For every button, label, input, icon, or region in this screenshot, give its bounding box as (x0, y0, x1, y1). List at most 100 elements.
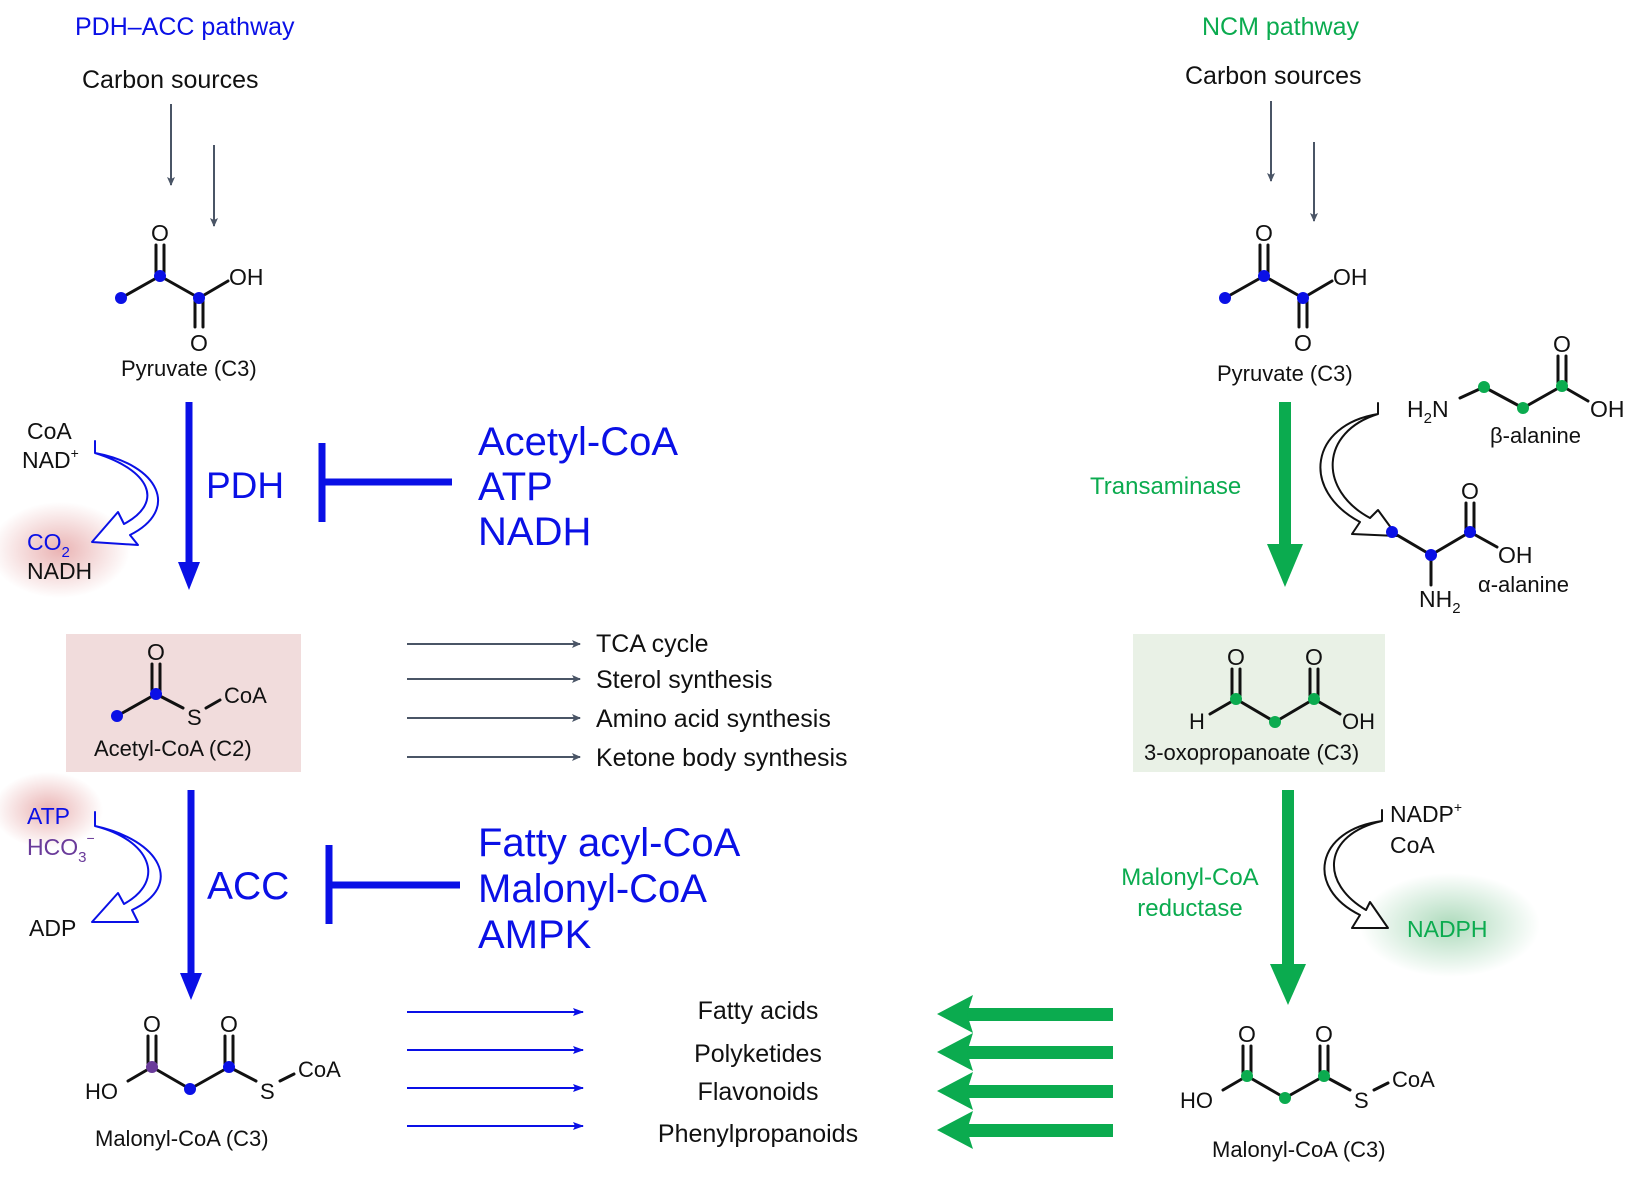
pdh-input-coa: CoA (27, 418, 72, 444)
atom-label: O (190, 330, 208, 356)
oxopropanoate-highlight-box (1133, 634, 1385, 772)
mcr-input-coa: CoA (1390, 832, 1435, 858)
fate-label: Ketone body synthesis (596, 744, 848, 772)
pdh-acc-title: PDH–ACC pathway (75, 13, 295, 41)
ncm-product-arrow-shaft (967, 1085, 1113, 1098)
carbon-atom (1219, 292, 1231, 304)
pdh-cofactor-curved-arrow (91, 440, 159, 546)
carbon-atom (1464, 526, 1476, 538)
product-label: Phenylpropanoids (658, 1120, 858, 1148)
atom-label: HO (1180, 1088, 1213, 1113)
atom-label: O (1461, 478, 1479, 504)
pdh-inhibitors: Acetyl-CoA ATP NADH (478, 420, 678, 554)
acetyl-coa-label: Acetyl-CoA (C2) (94, 736, 252, 761)
carbon-atom (184, 1083, 196, 1095)
atom-label: CoA (224, 683, 267, 708)
ncm-product-arrowhead (937, 1072, 973, 1110)
atom-label: S (1354, 1088, 1369, 1113)
carbon-atom (223, 1061, 235, 1073)
alpha-alanine-structure: O OH NH2 α-alanine (1386, 478, 1569, 617)
carbon-atom (1318, 1070, 1330, 1082)
acc-input-hco3: HCO3− (27, 830, 95, 866)
ncm-pathway: NCM pathway Carbon sources O OH O Pyruva… (1090, 13, 1625, 1162)
pdh-enzyme-label: PDH (206, 465, 284, 506)
carbon-atom (1241, 1070, 1253, 1082)
atom-label: CoA (1392, 1067, 1435, 1092)
beta-alanine-structure: H2N O OH β-alanine (1407, 331, 1625, 448)
malonyl-coa-label-left: Malonyl-CoA (C3) (95, 1126, 269, 1151)
atom-label: OH (1333, 264, 1368, 290)
carbon-atom (1308, 693, 1320, 705)
atom-label: O (220, 1011, 238, 1037)
mcr-input-nadp: NADP+ (1390, 799, 1462, 827)
ncm-product-arrows (937, 995, 1113, 1149)
acc-inhibitor: AMPK (478, 913, 592, 957)
atom-label: O (1227, 644, 1245, 670)
pyruvate-left: O OH O Pyruvate (C3) (115, 220, 264, 381)
atom-label: HO (85, 1079, 118, 1104)
pyruvate-label-right: Pyruvate (C3) (1217, 361, 1353, 386)
ncm-product-arrowhead (937, 1111, 973, 1149)
transaminase-enzyme-label: Transaminase (1090, 473, 1241, 500)
atom-label: H2N (1407, 396, 1449, 427)
carbon-atom (1258, 270, 1270, 282)
carbon-atom (115, 292, 127, 304)
ncm-title: NCM pathway (1202, 13, 1359, 41)
oxopropanoate-label: 3-oxopropanoate (C3) (1144, 740, 1359, 765)
co2-highlight-glow (0, 502, 130, 598)
malonyl-coa-left: O O HO S CoA Malonyl-CoA (C3) (85, 1011, 341, 1151)
atom-label: O (1315, 1021, 1333, 1047)
nadph-highlight-glow (1360, 873, 1540, 977)
transaminase-curved-arrow (1319, 402, 1398, 537)
atom-label: CoA (298, 1057, 341, 1082)
acc-output-adp: ADP (29, 915, 76, 941)
product-label: Polyketides (694, 1040, 822, 1068)
carbon-atom (1230, 693, 1242, 705)
pdh-reaction-arrowhead (178, 562, 200, 590)
alpha-alanine-label: α-alanine (1478, 572, 1569, 597)
malonyl-coa-label-right: Malonyl-CoA (C3) (1212, 1137, 1386, 1162)
acc-inhibitor: Malonyl-CoA (478, 867, 707, 911)
carbon-sources-left: Carbon sources (82, 66, 258, 94)
mcr-cofactor-curved-arrow (1323, 809, 1389, 929)
acc-input-atp: ATP (27, 803, 70, 829)
mcr-enzyme-label-line1: Malonyl-CoA (1121, 864, 1258, 891)
atom-label: OH (1342, 709, 1375, 734)
atom-label: NH2 (1419, 586, 1461, 617)
carbon-atom (193, 292, 205, 304)
atom-label: OH (1590, 396, 1625, 422)
pdh-inhibitor: Acetyl-CoA (478, 420, 678, 464)
pdh-inhibition-symbol (318, 443, 452, 522)
carbon-atom (1425, 549, 1437, 561)
ncm-product-arrow-shaft (967, 1046, 1113, 1059)
pyruvate-right: O OH O Pyruvate (C3) (1217, 220, 1368, 386)
acc-inhibition-symbol (325, 845, 460, 924)
carbon-atom (111, 710, 123, 722)
acetyl-coa-fates: TCA cycle Sterol synthesis Amino acid sy… (407, 630, 848, 772)
fate-label: Sterol synthesis (596, 666, 772, 694)
mcr-output-nadph: NADPH (1407, 916, 1488, 942)
atom-label: OH (1498, 542, 1533, 568)
atom-label: O (1553, 331, 1571, 357)
carbon-atom (1386, 526, 1398, 538)
carbon-atom (1269, 716, 1281, 728)
transaminase-arrowhead (1267, 544, 1303, 587)
carbon-atom (154, 270, 166, 282)
oxopropanoate-structure: O O H OH 3-oxopropanoate (C3) (1144, 644, 1375, 765)
carbon-atom (1517, 402, 1529, 414)
ncm-product-arrow-shaft (967, 1124, 1113, 1137)
acetyl-coa-highlight-box (66, 634, 301, 772)
atom-label: S (187, 705, 202, 730)
carbon-atom (1297, 292, 1309, 304)
atp-highlight-glow (0, 772, 103, 848)
ncm-product-arrowhead (937, 1033, 973, 1071)
fate-label: TCA cycle (596, 630, 709, 658)
acc-enzyme-label: ACC (207, 865, 289, 908)
mcr-arrowhead (1270, 964, 1306, 1005)
pdh-input-nad: NAD+ (22, 445, 79, 473)
atom-label: O (143, 1011, 161, 1037)
atom-label: O (1305, 644, 1323, 670)
beta-alanine-label: β-alanine (1490, 423, 1581, 448)
atom-label: O (151, 220, 169, 246)
